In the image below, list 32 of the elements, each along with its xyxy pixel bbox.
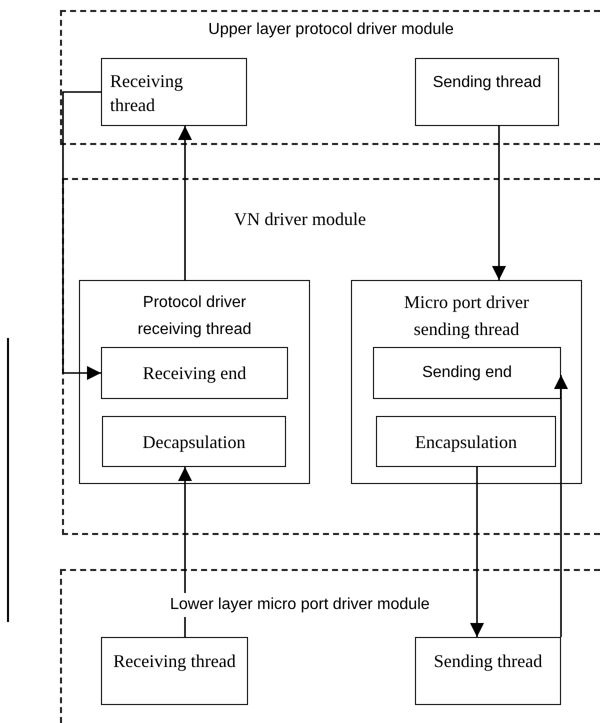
- process-box: [102, 416, 286, 467]
- node-label: Upper layer protocol driver module: [207, 20, 455, 40]
- process-box: [79, 280, 310, 484]
- node-label: Lower layer micro port driver module: [168, 593, 432, 617]
- arrow: [178, 467, 192, 637]
- node-label: Encapsulation: [414, 431, 518, 454]
- process-box: [373, 347, 561, 399]
- node-label: Receiving thread: [110, 70, 184, 117]
- node-label: Sending thread: [432, 650, 544, 673]
- process-box: [101, 58, 247, 126]
- process-box: [101, 637, 248, 705]
- module-region: [62, 178, 600, 535]
- node-label: Sending thread: [432, 73, 542, 93]
- node-label: Micro port driver sending thread: [403, 291, 530, 341]
- process-box: [101, 347, 288, 399]
- node-label: VN driver module: [234, 208, 366, 231]
- arrow: [62, 91, 101, 380]
- process-box: [415, 58, 559, 126]
- node-label: Receiving thread: [112, 650, 237, 673]
- process-box: [351, 280, 582, 484]
- arrow: [178, 126, 192, 280]
- node-label: Decapsulation: [142, 431, 246, 454]
- node-label: Protocol driver receiving thread: [136, 293, 252, 340]
- process-box: [415, 637, 561, 705]
- arrow: [554, 375, 568, 637]
- module-region: [60, 569, 600, 723]
- arrow: [470, 467, 484, 637]
- module-region: [60, 10, 600, 145]
- process-box: [376, 416, 556, 467]
- node-label: Sending end: [421, 363, 513, 383]
- node-label: Receiving end: [142, 362, 248, 385]
- arrow: [492, 126, 506, 280]
